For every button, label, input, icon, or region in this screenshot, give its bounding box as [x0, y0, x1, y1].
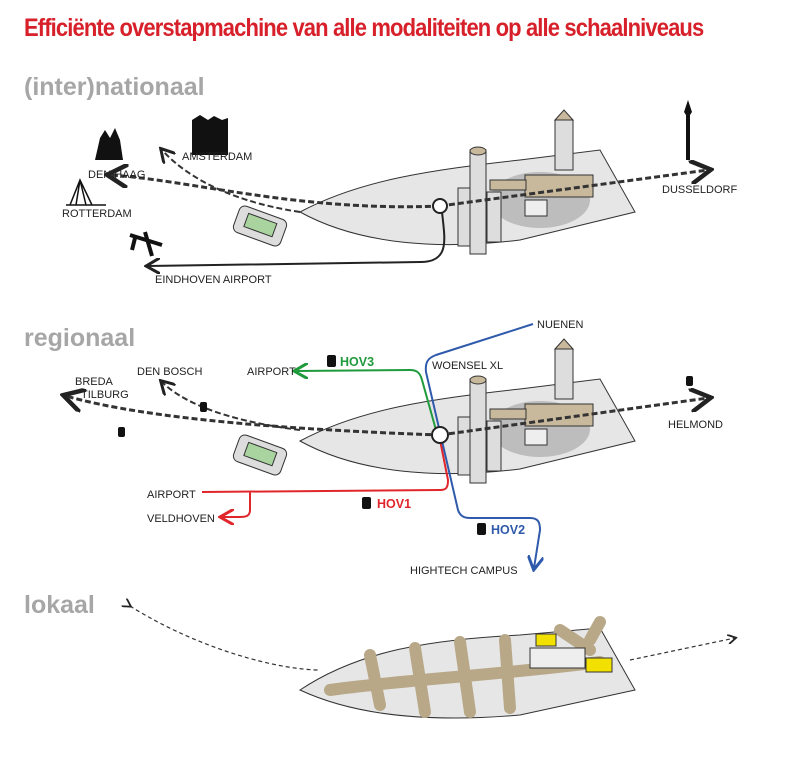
line-hov2 [424, 323, 540, 568]
label-airport-hov3: AIRPORT [247, 366, 296, 378]
label-woensel: WOENSEL XL [432, 360, 503, 372]
label-rotterdam: ROTTERDAM [62, 208, 132, 220]
heading-international: (inter)nationaal [24, 73, 205, 101]
label-helmond: HELMOND [668, 419, 723, 431]
bicycle-parking-icon [535, 633, 557, 647]
label-breda: BREDA [75, 376, 114, 388]
label-tilburg: TILBURG [81, 389, 129, 401]
rail-dusseldorf [439, 170, 708, 208]
train-icon [118, 427, 125, 437]
label-veldhoven: VELDHOVEN [147, 513, 215, 525]
amsterdam-icon [192, 115, 228, 155]
bus-icon [362, 497, 371, 509]
train-icon [200, 402, 207, 412]
label-hov3: HOV3 [340, 355, 374, 369]
pedestrian-flows [324, 616, 606, 718]
line-hov1 [201, 439, 450, 517]
interchange-node [432, 198, 448, 214]
heading-local: lokaal [24, 591, 95, 619]
label-dusseldorf: DUSSELDORF [662, 184, 737, 196]
rail-den-haag [110, 175, 441, 209]
local-path-west [130, 606, 321, 671]
label-amsterdam: AMSTERDAM [182, 151, 252, 163]
rotterdam-bridge-icon [66, 178, 106, 206]
train-icon [686, 376, 693, 386]
label-airport-hov1: AIRPORT [147, 489, 196, 501]
bicycle-parking-icon [585, 657, 613, 673]
dusseldorf-tower-icon [684, 100, 692, 160]
local-path-east [629, 638, 735, 661]
heading-regional: regionaal [24, 324, 135, 352]
den-haag-icon [95, 128, 123, 160]
bus-icon [477, 523, 486, 535]
route-airport [148, 211, 446, 266]
rail-helmond [439, 398, 708, 437]
line-hov3 [296, 370, 437, 431]
page-title: Efficiënte overstapmachine van alle moda… [24, 14, 704, 42]
rail-breda-tilburg [66, 396, 441, 437]
airplane-icon [129, 231, 163, 257]
label-den-bosch: DEN BOSCH [137, 366, 202, 378]
label-hightech-campus: HIGHTECH CAMPUS [410, 565, 518, 577]
label-nuenen: NUENEN [537, 319, 584, 331]
label-eindhoven-airport: EINDHOVEN AIRPORT [155, 274, 272, 286]
rail-den-bosch [162, 382, 301, 431]
interchange-node [431, 426, 449, 444]
label-hov1: HOV1 [377, 497, 411, 511]
label-hov2: HOV2 [491, 523, 525, 537]
bus-icon [327, 355, 336, 367]
station-illustration [231, 109, 636, 255]
building [529, 647, 586, 669]
label-den-haag: DEN HAAG [88, 169, 145, 181]
